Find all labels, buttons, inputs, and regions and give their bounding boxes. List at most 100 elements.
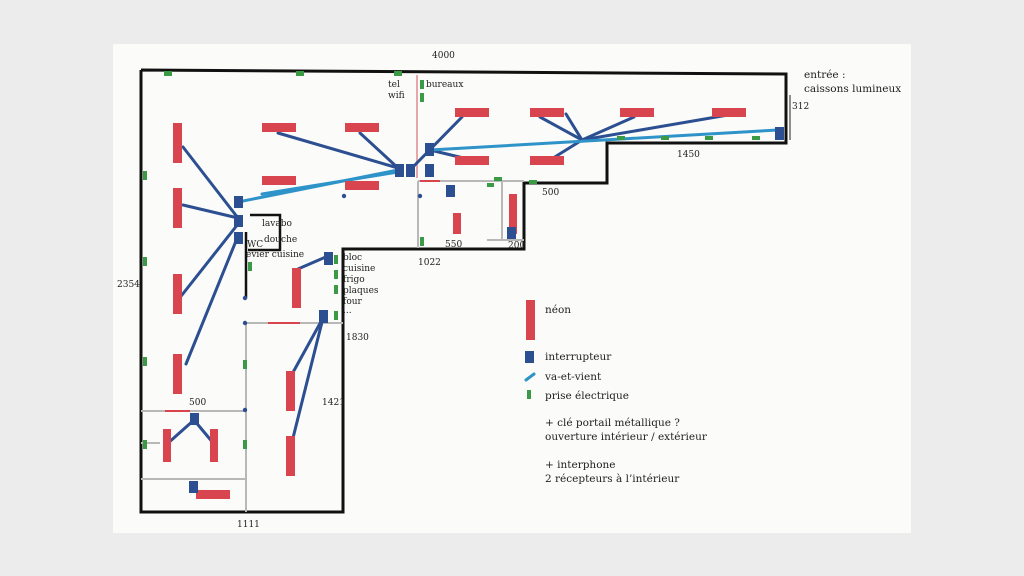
- neon: [620, 108, 654, 117]
- two-way-wiring: [236, 128, 780, 204]
- label-caissons: caissons lumineux: [804, 83, 902, 95]
- note-gate-line1: + clé portail métallique ?: [545, 417, 680, 429]
- partitions: [141, 180, 524, 512]
- outlet: [420, 93, 424, 102]
- dim-inner-right: 1830: [346, 333, 369, 343]
- outer-wall: [139, 68, 788, 514]
- label-lavabo: lavabo: [262, 219, 292, 229]
- neon: [345, 123, 379, 132]
- switch: [775, 127, 784, 140]
- switch: [425, 143, 434, 156]
- dot: [242, 407, 248, 413]
- dim-office-small: 200: [508, 241, 526, 251]
- neons: [163, 108, 746, 499]
- dim-left-height: 2354: [117, 280, 140, 290]
- label-wifi: wifi: [388, 91, 405, 101]
- switch: [234, 215, 243, 227]
- label-wc: WC: [247, 240, 264, 250]
- dim-office: 550: [445, 240, 463, 250]
- switch: [406, 164, 415, 177]
- neon: [173, 188, 182, 228]
- switch-wire: [288, 316, 325, 452]
- label-douche: douche: [264, 235, 298, 245]
- neon: [210, 429, 218, 462]
- dim-step-width: 500: [542, 188, 560, 198]
- switch-wire: [538, 115, 584, 142]
- label-frigo: frigo: [343, 275, 365, 285]
- switch: [189, 481, 198, 493]
- wc-wall: [248, 213, 282, 252]
- label-plaques: plaques: [343, 286, 379, 296]
- neon: [509, 194, 517, 234]
- switch-wire: [181, 203, 240, 220]
- label-bureaux: bureaux: [426, 80, 464, 90]
- label-evier: évier cuisine: [246, 250, 305, 260]
- dots: [242, 193, 423, 413]
- outlet: [334, 285, 338, 294]
- neon: [286, 436, 295, 476]
- legend-neon-label: néon: [545, 304, 572, 316]
- label-cuisine: cuisine: [343, 264, 376, 274]
- legend-neon-swatch: [526, 300, 535, 340]
- switch-wire: [580, 113, 730, 142]
- outlets: [143, 71, 760, 449]
- outlet: [164, 71, 172, 76]
- outlet: [334, 270, 338, 279]
- dim-entrance-height: 312: [792, 102, 810, 112]
- outlet: [243, 360, 247, 369]
- dim-top-width: 4000: [432, 51, 455, 61]
- two-way-wire: [428, 128, 780, 152]
- dot: [242, 320, 248, 326]
- outlet: [334, 311, 338, 320]
- neon: [455, 156, 489, 165]
- outlet: [143, 171, 147, 180]
- outlet: [248, 262, 252, 271]
- outlet: [487, 183, 494, 187]
- outlet: [420, 80, 424, 89]
- neon: [530, 156, 564, 165]
- switch-wire: [358, 131, 400, 170]
- dim-inner-height: 1421: [322, 398, 345, 408]
- label-bloc: bloc: [343, 253, 363, 263]
- neon: [173, 123, 182, 163]
- two-way-wire: [260, 170, 400, 196]
- neon: [292, 268, 301, 308]
- switch: [190, 413, 199, 425]
- dot: [341, 193, 347, 199]
- dim-lower-room: 500: [189, 398, 207, 408]
- label-entree: entrée :: [804, 69, 846, 81]
- neon: [196, 490, 230, 499]
- switch-wire: [296, 254, 330, 271]
- outlet: [143, 257, 147, 266]
- outlet: [143, 357, 147, 366]
- outlet: [334, 255, 338, 264]
- switch-wire: [289, 316, 325, 378]
- neon: [262, 176, 296, 185]
- legend-two-way-swatch: [524, 372, 536, 382]
- switch: [319, 310, 328, 323]
- legend-switch-label: interrupteur: [545, 351, 612, 363]
- neon: [173, 354, 182, 394]
- outlet: [705, 136, 713, 140]
- neon: [453, 213, 461, 234]
- dot: [417, 193, 423, 199]
- outlet: [529, 180, 537, 184]
- neon: [345, 181, 379, 190]
- switch-wire: [580, 115, 636, 142]
- outlet: [494, 177, 502, 181]
- legend-two-way-label: va-et-vient: [545, 371, 602, 383]
- outlet: [296, 71, 304, 76]
- switch: [395, 164, 404, 177]
- switch-wire: [564, 112, 584, 142]
- neon: [163, 429, 171, 462]
- outlet: [143, 440, 147, 449]
- dim-middle: 1022: [418, 258, 441, 268]
- switch-wire: [408, 115, 464, 172]
- switch-wiring: [165, 112, 730, 452]
- switch: [507, 227, 516, 239]
- switch-wire: [165, 418, 196, 446]
- outlet: [420, 237, 424, 246]
- switch-wire: [276, 131, 400, 170]
- outlet: [394, 71, 402, 76]
